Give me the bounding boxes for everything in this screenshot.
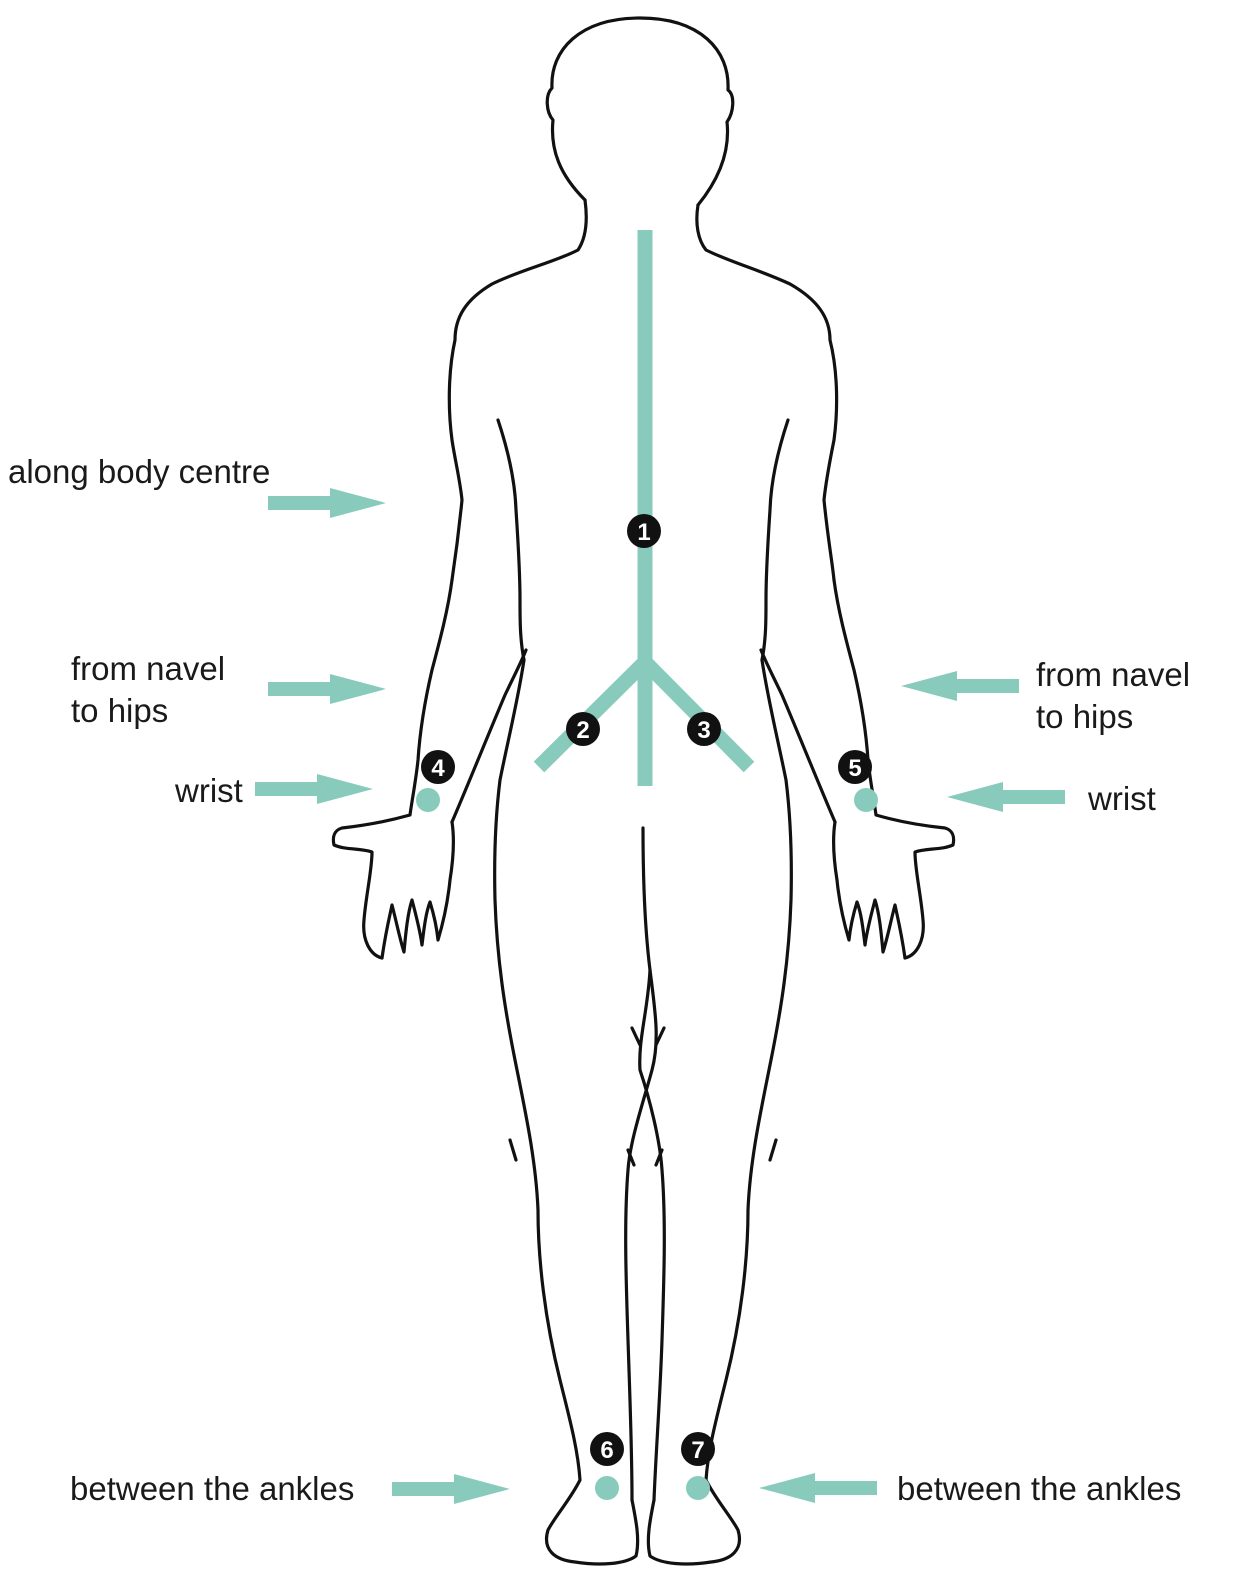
arrow-left-icon (901, 671, 1019, 701)
label-ankles-left: between the ankles (70, 1470, 354, 1507)
label-from-navel-right-line2: to hips (1036, 698, 1133, 735)
marker-1-number: 1 (637, 519, 650, 546)
marker-4-number: 4 (431, 755, 445, 782)
label-along-body-centre: along body centre (8, 453, 270, 490)
arrow-right-icon (268, 674, 386, 704)
label-from-navel-left-line2: to hips (71, 692, 168, 729)
label-wrist-left: wrist (174, 772, 243, 809)
marker-6-number: 6 (600, 1437, 613, 1464)
marker-5: 5 (838, 750, 872, 784)
marker-4: 4 (421, 750, 455, 784)
arrow-left-icon (947, 782, 1065, 812)
marker-3: 3 (687, 712, 721, 746)
label-wrist-right: wrist (1087, 780, 1156, 817)
label-from-navel-left-line1: from navel (71, 650, 225, 687)
left-ankle-dot (595, 1476, 619, 1500)
label-from-navel-right-line1: from navel (1036, 656, 1190, 693)
left-wrist-dot (416, 788, 440, 812)
right-ankle-dot (686, 1476, 710, 1500)
marker-2: 2 (566, 712, 600, 746)
left-hip-branch (539, 662, 645, 767)
arrow-right-icon (268, 488, 386, 518)
marker-7: 7 (681, 1432, 715, 1466)
marker-7-number: 7 (691, 1437, 704, 1464)
marker-5-number: 5 (848, 755, 861, 782)
arrow-right-icon (392, 1474, 510, 1504)
marker-6: 6 (590, 1432, 624, 1466)
arrow-right-icon (255, 774, 373, 804)
marker-2-number: 2 (576, 717, 589, 744)
channel-lines (539, 230, 749, 786)
label-ankles-right: between the ankles (897, 1470, 1181, 1507)
marker-1: 1 (627, 514, 661, 548)
marker-3-number: 3 (697, 717, 710, 744)
arrow-left-icon (759, 1473, 877, 1503)
right-wrist-dot (854, 788, 878, 812)
